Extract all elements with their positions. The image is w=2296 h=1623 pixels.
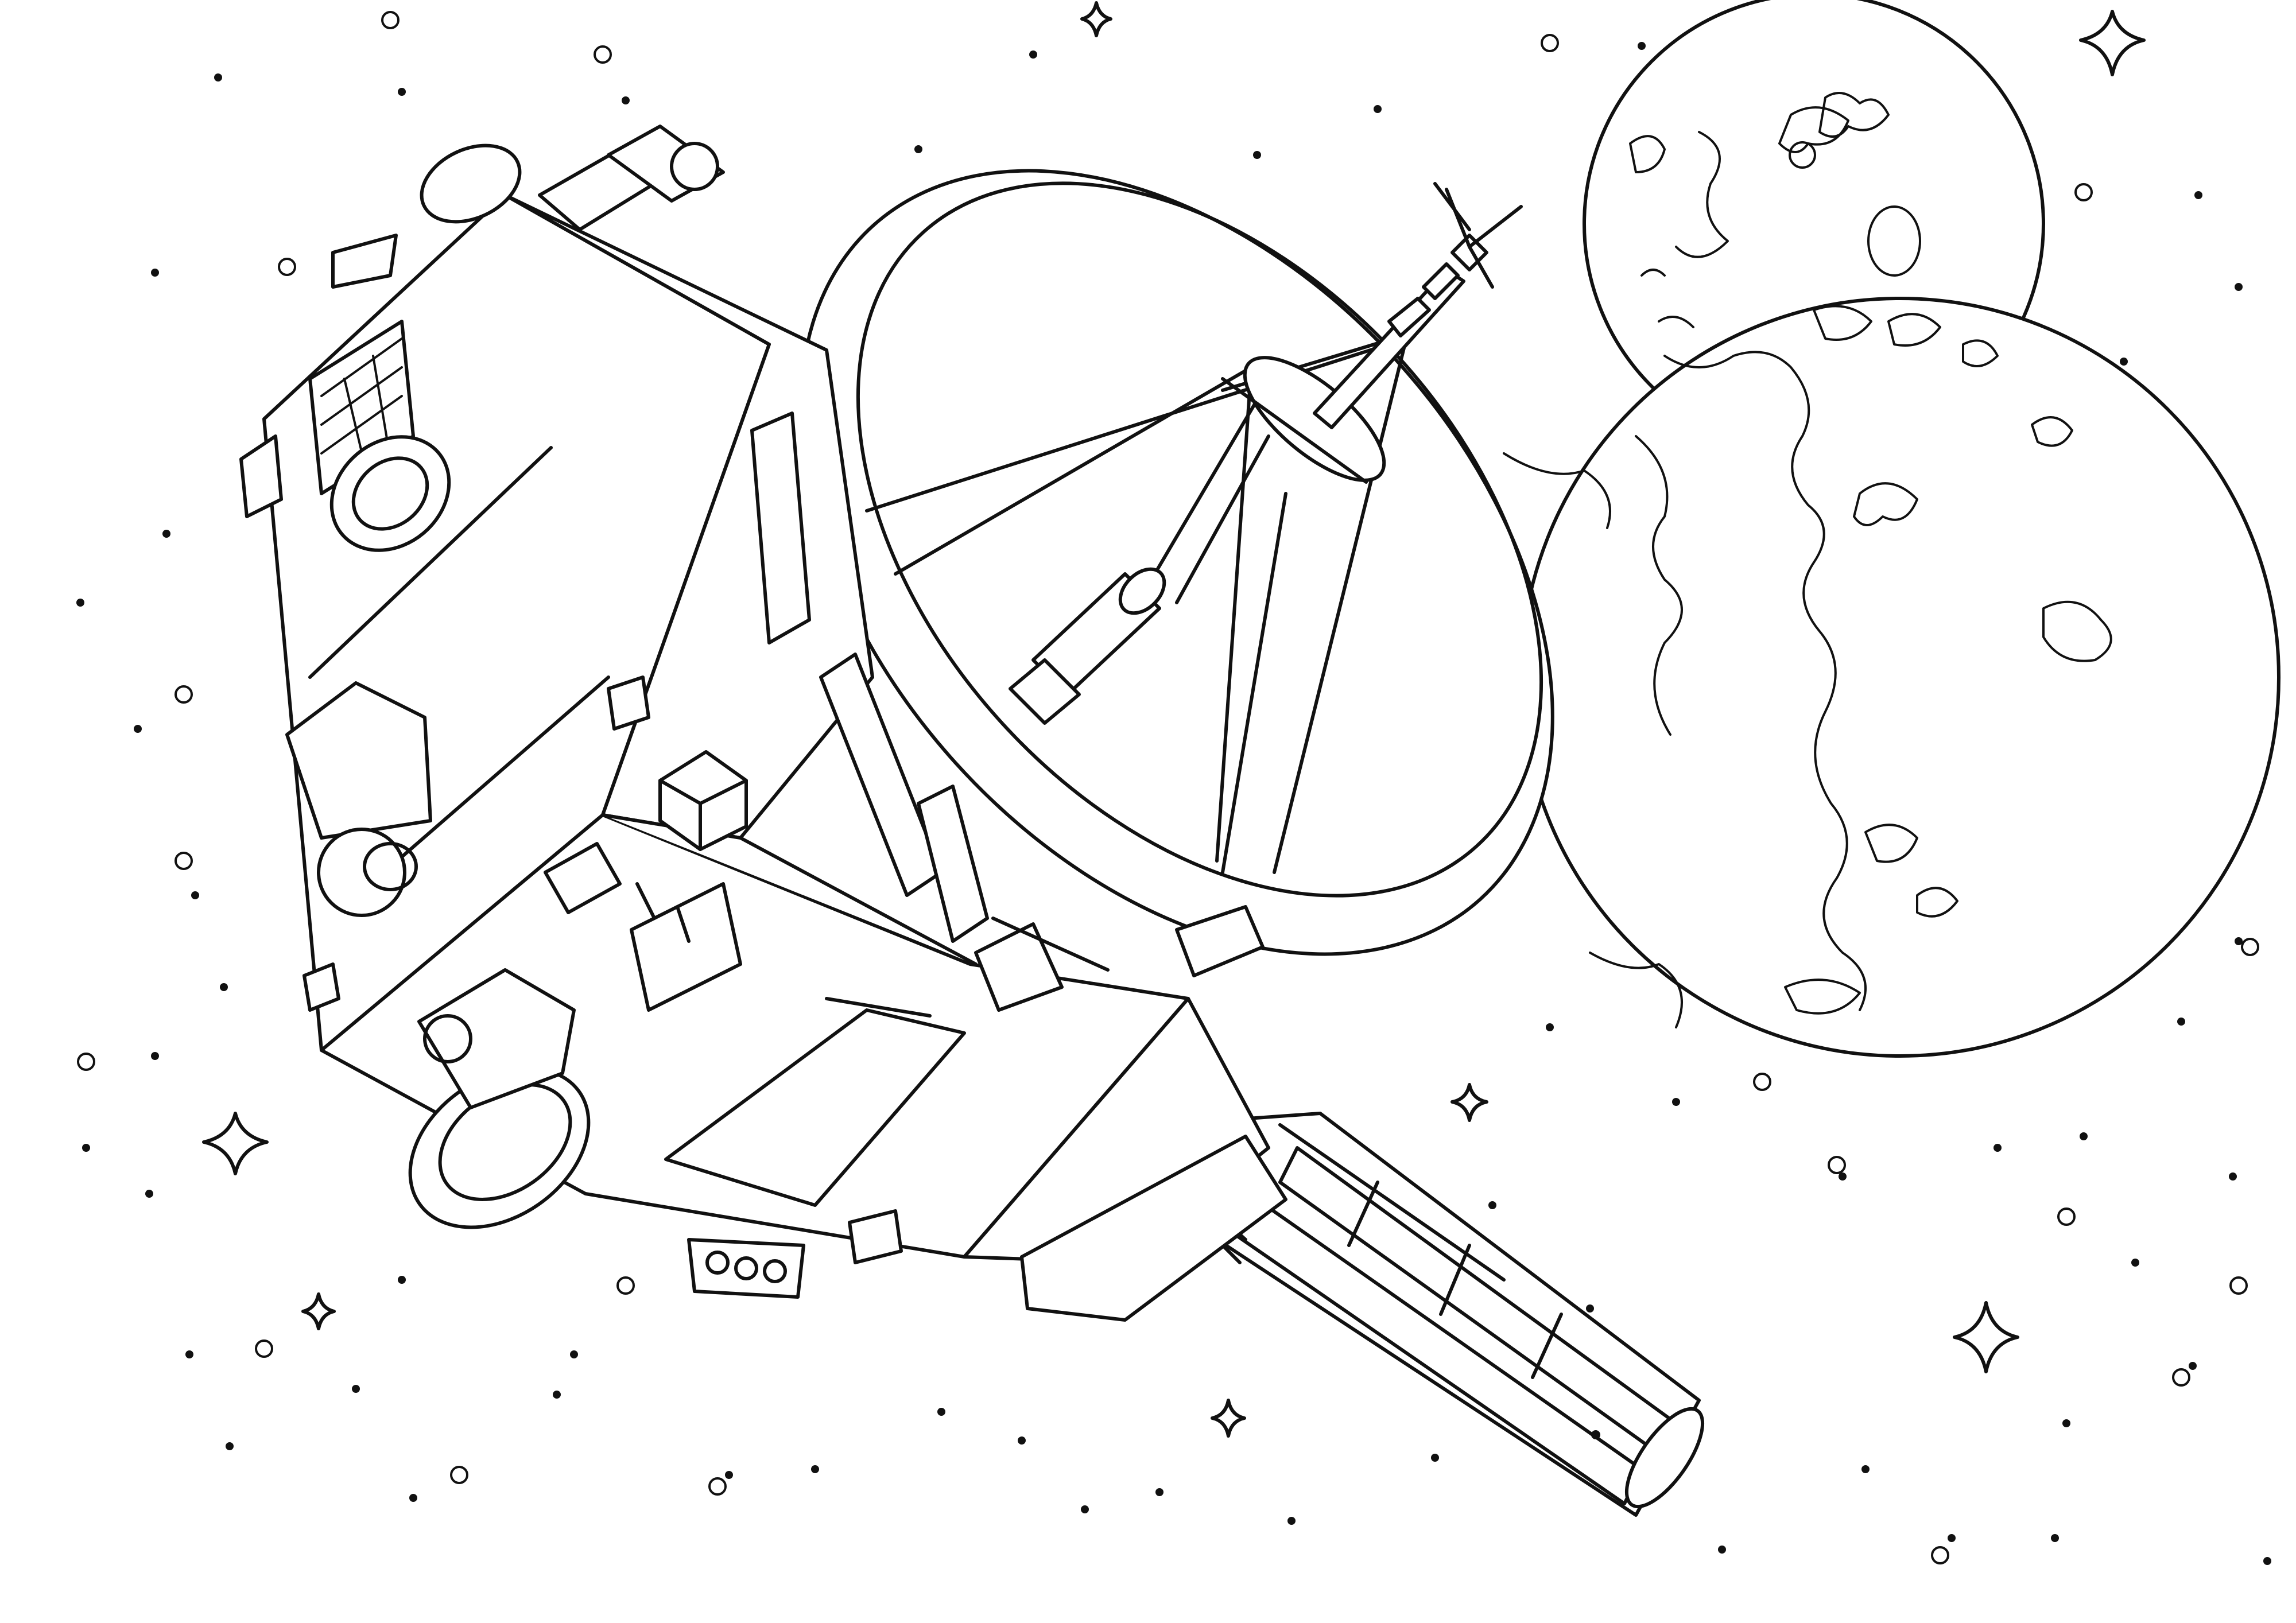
star-dot (553, 1391, 561, 1399)
star-dot (1488, 1201, 1496, 1209)
star-dot (226, 1442, 234, 1450)
spacecraft-body (239, 125, 1287, 1322)
star-dot (162, 530, 170, 538)
star-dot (811, 1465, 819, 1473)
star-dot (914, 145, 922, 153)
star-dot (2080, 1132, 2088, 1140)
star-ring (2241, 938, 2259, 956)
sparkle-star-icon (1080, 1, 1112, 37)
sparkle-star-icon (1953, 1301, 2019, 1373)
star-dot (2235, 937, 2243, 945)
star-ring (2057, 1207, 2076, 1226)
star-ring (2229, 1276, 2248, 1295)
star-ring (450, 1466, 468, 1484)
star-dot (570, 1350, 578, 1358)
sparkle-star-icon (1211, 1399, 1246, 1438)
sparkle-star-icon (1450, 1083, 1488, 1122)
star-ring (381, 11, 400, 29)
star-dot (1638, 42, 1646, 50)
star-dot (725, 1471, 733, 1479)
star-dot (1948, 1534, 1956, 1542)
star-dot (1253, 151, 1261, 159)
star-dot (1081, 1505, 1089, 1513)
star-dot (220, 983, 228, 991)
sparkle-star-icon (301, 1292, 336, 1330)
rtg-boom (1175, 1112, 1705, 1517)
sparkle-star-icon (202, 1112, 269, 1175)
star-ring (2074, 183, 2093, 201)
star-ring (1828, 1156, 1846, 1174)
star-ring (77, 1053, 95, 1071)
star-dot (134, 725, 142, 733)
star-dot (1287, 1517, 1296, 1525)
star-dot (82, 1144, 90, 1152)
star-dot (398, 88, 406, 96)
star-dot (185, 1350, 193, 1358)
star-dot (409, 1494, 417, 1502)
star-dot (151, 1052, 159, 1060)
star-dot (1586, 1304, 1594, 1313)
star-dot (398, 1276, 406, 1284)
sparkle-stars (202, 1, 2146, 1438)
star-dot (1374, 105, 1382, 113)
star-dot (622, 96, 630, 104)
star-dot (1029, 51, 1037, 59)
star-dot (352, 1385, 360, 1393)
star-ring (2172, 1368, 2190, 1387)
star-dot (2051, 1534, 2059, 1542)
star-ring (255, 1339, 273, 1358)
star-ring (174, 852, 193, 870)
star-dot (2120, 358, 2128, 366)
star-dot (2229, 1172, 2237, 1181)
star-dot (151, 269, 159, 277)
star-ring (594, 45, 612, 64)
star-dot (1672, 1098, 1680, 1106)
star-dot (1718, 1546, 1726, 1554)
star-dot (2177, 1018, 2185, 1026)
star-dot (214, 73, 222, 81)
star-dot (2263, 1557, 2271, 1565)
star-dot (2189, 1362, 2197, 1370)
star-ring (1931, 1546, 1949, 1564)
sparkle-star-icon (2079, 10, 2146, 76)
star-dot (76, 599, 84, 607)
star-dot (1839, 1172, 1847, 1181)
planet (1503, 297, 2281, 1058)
star-dot (1155, 1488, 1163, 1496)
star-ring (708, 1477, 727, 1496)
star-ring (1753, 1073, 1771, 1091)
star-dot (2062, 1419, 2070, 1427)
star-dot (1861, 1465, 1870, 1473)
star-dot (2235, 283, 2243, 291)
star-ring (1541, 34, 1559, 52)
star-dot (937, 1408, 945, 1416)
star-dot (191, 891, 199, 899)
star-ring (616, 1276, 635, 1295)
star-dot (145, 1190, 153, 1198)
star-ring (278, 258, 296, 276)
star-dot (1994, 1144, 2002, 1152)
star-ring (174, 685, 193, 704)
dish-antenna (799, 169, 1554, 956)
star-dot (1018, 1436, 1026, 1445)
star-dot (1546, 1023, 1554, 1031)
star-dot (1431, 1454, 1439, 1462)
star-dot (2131, 1259, 2139, 1267)
star-dot (2194, 191, 2202, 199)
